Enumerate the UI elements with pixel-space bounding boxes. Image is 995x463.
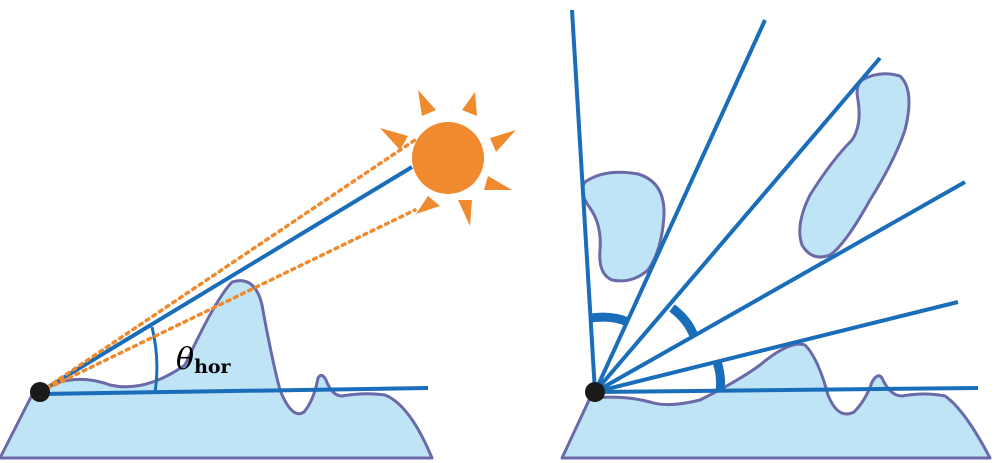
ray-4 xyxy=(594,180,966,394)
right-observer-point xyxy=(585,382,605,402)
ray-3 xyxy=(593,56,882,394)
theta-hor-label: θhor xyxy=(176,342,232,378)
left-observer-point xyxy=(30,382,50,402)
angle-arc-1 xyxy=(590,312,630,327)
left-panel: θhor xyxy=(0,90,516,460)
left-horizontal-line xyxy=(39,386,429,396)
right-terrain xyxy=(560,342,992,460)
right-sky-obstacle xyxy=(798,72,911,259)
ray-5 xyxy=(594,300,959,394)
left-angle-arc xyxy=(150,326,159,393)
right-panel xyxy=(560,9,992,460)
sun-ray-lower xyxy=(38,208,417,394)
sun-icon xyxy=(380,90,516,226)
angle-arc-2 xyxy=(669,304,699,338)
angle-arc-3 xyxy=(712,360,726,393)
left-horizon-line xyxy=(38,165,414,394)
ray-2 xyxy=(593,19,767,393)
ray-1 xyxy=(570,9,597,393)
ray-6 xyxy=(594,386,979,394)
left-sky-obstacle xyxy=(580,170,666,283)
sun-ray-upper xyxy=(38,138,417,394)
theta-symbol: θ xyxy=(176,342,194,377)
theta-subscript: hor xyxy=(194,356,231,378)
